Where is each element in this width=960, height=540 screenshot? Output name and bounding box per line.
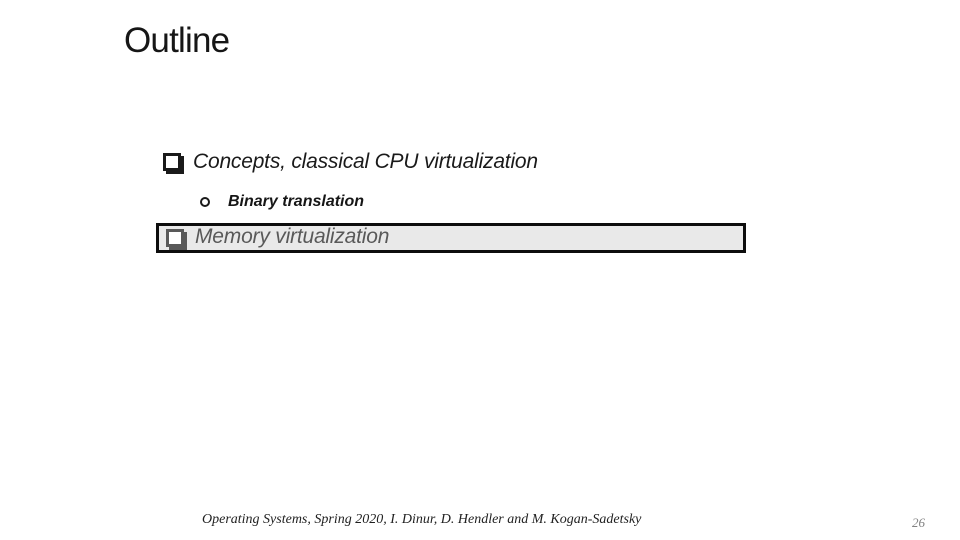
shadowed-square-bullet-icon <box>166 229 184 247</box>
bullet-item-label: Memory virtualization <box>195 225 390 248</box>
highlighted-bullet-memory-virtualization: Memory virtualization <box>156 223 746 253</box>
shadowed-square-bullet-icon <box>163 153 181 171</box>
bullet-item-concepts: Concepts, classical CPU virtualization <box>163 150 538 174</box>
slide-title: Outline <box>124 21 230 60</box>
bullet-item-binary-translation: Binary translation <box>200 193 364 211</box>
bullet-item-label: Binary translation <box>228 193 365 210</box>
footer-credits: Operating Systems, Spring 2020, I. Dinur… <box>202 512 642 527</box>
bullet-item-label: Concepts, classical CPU virtualization <box>193 150 538 173</box>
circle-bullet-icon <box>200 197 210 207</box>
page-number: 26 <box>912 515 925 530</box>
